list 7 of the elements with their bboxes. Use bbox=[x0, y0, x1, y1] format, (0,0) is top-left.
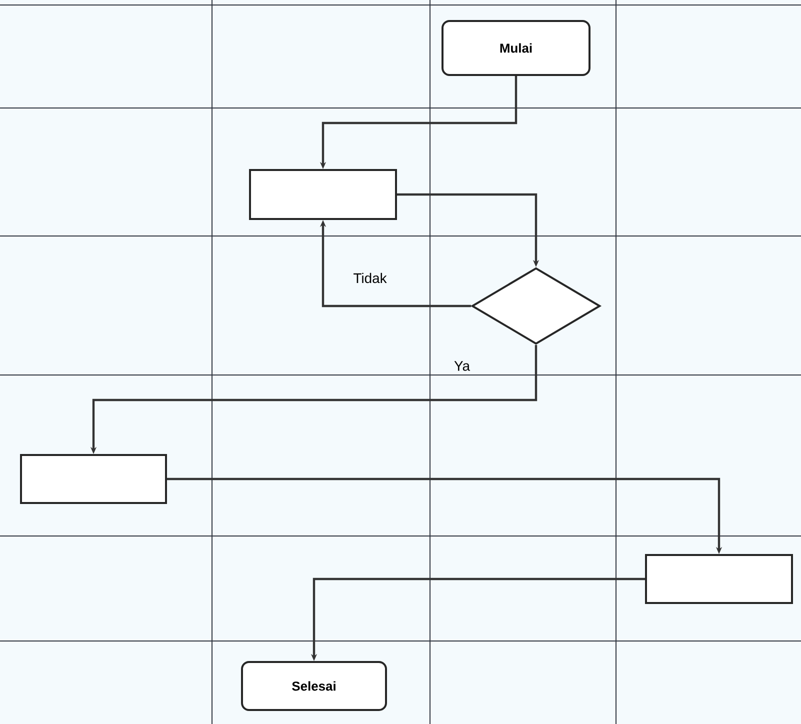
process-box bbox=[20, 454, 167, 504]
edge-label: Tidak bbox=[352, 272, 388, 284]
process-box bbox=[645, 554, 793, 604]
process-box bbox=[249, 168, 397, 220]
terminal-box: Mulai bbox=[442, 20, 590, 76]
edge-label: Ya bbox=[453, 360, 471, 372]
terminal-box: Selesai bbox=[241, 660, 387, 711]
